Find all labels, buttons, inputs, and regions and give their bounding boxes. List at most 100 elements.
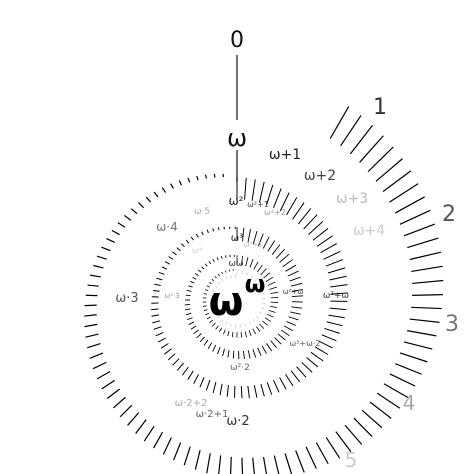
label-3: 3: [445, 312, 459, 337]
spiral-tick-68: [106, 237, 116, 244]
spiral-tick-65: [93, 264, 104, 269]
spiral-tick-220: [186, 289, 192, 292]
spiral-tick-183: [291, 289, 303, 292]
spiral-tick-228: [208, 261, 212, 265]
spiral-tick-306: [217, 316, 220, 319]
spiral-tick-79: [187, 177, 191, 183]
label-omega-times-2: ω·2: [226, 414, 249, 429]
spiral-tick-21: [395, 363, 422, 375]
spiral-tick-231: [220, 256, 223, 259]
spiral-tick-172: [257, 233, 264, 247]
spiral-tick-86: [251, 179, 256, 201]
spiral-tick-57: [87, 343, 101, 349]
label-omega-plus-3: ω+3: [336, 191, 368, 207]
spiral-tick-298: [252, 319, 256, 322]
spiral-tick-223: [192, 276, 197, 280]
spiral-tick-18: [407, 330, 437, 337]
label-1: 1: [373, 95, 387, 120]
spiral-tick-212: [190, 325, 197, 330]
spiral-tick-161: [201, 231, 204, 236]
spiral-tick-305: [220, 319, 224, 323]
spiral-tick-124: [247, 385, 250, 399]
spiral-tick-245: [269, 286, 278, 290]
spiral-tick-55: [92, 361, 107, 370]
spiral-tick-111: [318, 340, 333, 349]
spiral-tick-188: [288, 316, 299, 321]
spiral-tick-74: [145, 196, 152, 203]
spiral-tick-113: [310, 351, 324, 362]
label-omega-omega-small: ωω: [228, 259, 243, 269]
spiral-tick-36: [262, 456, 268, 474]
spiral-tick-66: [96, 255, 107, 260]
spiral-tick-215: [185, 312, 192, 316]
label-omega-sq-plus-2: ω²+2: [264, 208, 286, 217]
spiral-tick-179: [285, 264, 297, 272]
spiral-tick-158: [185, 239, 190, 244]
spiral-tick-100: [325, 259, 344, 267]
spiral-tick-209: [199, 336, 205, 343]
spiral-tick-87: [258, 181, 265, 203]
spiral-tick-31: [315, 442, 329, 465]
spiral-tick-37: [252, 457, 255, 474]
spiral-tick-308: [212, 308, 216, 311]
spiral-tick-159: [190, 236, 194, 241]
spiral-tick-69: [111, 229, 120, 236]
spiral-tick-194: [270, 340, 277, 349]
spiral-tick-207: [207, 342, 213, 349]
spiral-tick-72: [130, 208, 138, 215]
spiral-tick-39: [230, 456, 232, 474]
spiral-tick-70: [117, 222, 126, 228]
spiral-tick-317: [230, 275, 232, 279]
spiral-tick-184: [292, 295, 304, 297]
spiral-tick-135: [176, 362, 184, 371]
spiral-tick-38: [241, 457, 244, 474]
spiral-tick-128: [219, 383, 223, 396]
spiral-tick-136: [172, 358, 180, 366]
spiral-tick-23: [383, 383, 409, 398]
spiral-tick-261: [231, 331, 234, 338]
spiral-tick-0: [329, 106, 350, 139]
spiral-tick-206: [212, 344, 217, 352]
spiral-tick-264: [218, 327, 223, 333]
spiral-tick-236: [241, 255, 243, 266]
spiral-tick-98: [320, 243, 337, 254]
spiral-tick-203: [227, 349, 230, 358]
spiral-tick-110: [321, 334, 337, 342]
spiral-tick-316: [225, 276, 228, 280]
spiral-tick-102: [329, 275, 347, 281]
spiral-tick-180: [287, 270, 299, 277]
spiral-tick-196: [261, 345, 267, 354]
spiral-tick-131: [199, 377, 205, 388]
spiral-tick-269: [204, 312, 209, 316]
label-omega-sq-plus-omega: ω²+ω: [323, 291, 349, 301]
spiral-tick-153: [164, 261, 171, 265]
spiral-tick-156: [176, 247, 181, 252]
spiral-tick-240: [257, 264, 263, 273]
spiral-tick-252: [264, 317, 271, 322]
spiral-tick-141: [155, 331, 164, 337]
spiral-tick-291: [260, 287, 264, 290]
spiral-tick-268: [206, 316, 211, 320]
label-5: 5: [345, 448, 358, 472]
label-omega-times-4: ω·4: [156, 220, 178, 234]
spiral-tick-175: [271, 244, 281, 255]
spiral-tick-242: [263, 272, 271, 279]
spiral-tick-116: [296, 366, 307, 378]
label-omega-fourth: ω⁴: [192, 246, 202, 255]
spiral-tick-169: [242, 227, 245, 242]
spiral-tick-93: [297, 208, 312, 225]
spiral-tick-256: [252, 328, 257, 335]
spiral-tick-214: [186, 317, 193, 321]
spiral-tick-53: [101, 379, 115, 390]
spiral-tick-287: [246, 272, 249, 276]
spiral-tick-6: [382, 170, 412, 192]
spiral-tick-311: [211, 294, 215, 296]
spiral-tick-26: [361, 409, 383, 429]
spiral-tick-263: [223, 329, 226, 335]
spiral-tick-170: [247, 229, 251, 243]
spiral-tick-173: [262, 236, 270, 249]
spiral-tick-43: [183, 446, 191, 466]
spiral-tick-115: [301, 361, 313, 373]
